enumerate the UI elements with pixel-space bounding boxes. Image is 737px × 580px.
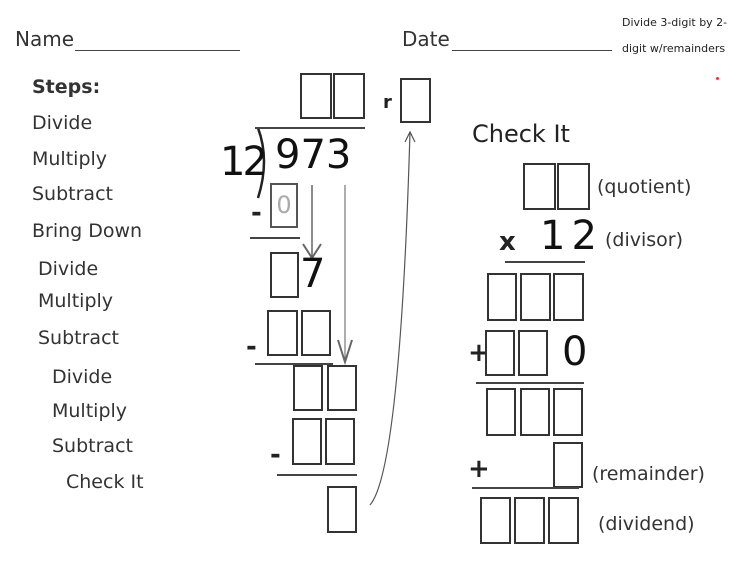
product-box: [553, 388, 583, 436]
first-product-digit: 0: [276, 191, 292, 219]
step-item: Multiply: [52, 400, 128, 422]
step-item: Subtract: [32, 183, 113, 205]
remainder-arrow: [369, 131, 411, 506]
step-item: Divide: [38, 258, 99, 280]
subtract-line: [250, 237, 300, 239]
minus-sign: -: [251, 198, 262, 228]
step-item: Bring Down: [32, 220, 143, 242]
times-sign: x: [499, 227, 516, 257]
check-divisor: 12: [540, 213, 603, 259]
red-dot-mark: [716, 77, 719, 80]
product-box: [267, 310, 298, 356]
quotient-box-tens: [300, 73, 332, 119]
subtract-line: [277, 474, 357, 476]
step-item: Multiply: [32, 148, 108, 170]
product-box: [520, 388, 550, 436]
partial-product-box: [520, 273, 551, 321]
placeholder-zero: 0: [562, 329, 588, 375]
dividend: 973: [275, 132, 352, 178]
sum-line: [476, 382, 584, 384]
remainder-label: (remainder): [592, 463, 705, 485]
division-bracket: [256, 127, 266, 199]
date-label: Date: [402, 27, 450, 51]
step-item: Subtract: [38, 327, 119, 349]
step-item: Divide: [52, 366, 113, 388]
worksheet-note-line2: digit w/remainders: [622, 42, 726, 55]
worksheet-note-line1: Divide 3-digit by 2-: [622, 16, 728, 29]
dividend-box: [548, 497, 579, 544]
remainder-box: [400, 78, 431, 123]
quotient-box-ones: [333, 73, 365, 119]
step-item: Divide: [32, 112, 93, 134]
partial-product-box: [487, 273, 517, 321]
product-box: [301, 310, 331, 356]
step-item: Subtract: [52, 435, 133, 457]
multiply-line: [505, 261, 585, 263]
dividend-label: (dividend): [598, 513, 695, 535]
check-remainder-box: [553, 442, 583, 488]
arrow-head-icon: [404, 130, 416, 143]
check-quotient-box: [523, 163, 556, 210]
plus-sign: +: [468, 338, 490, 368]
partial-product-box: [518, 330, 548, 376]
arrow-head-icon: [337, 339, 353, 366]
divisor: 12: [220, 139, 268, 185]
partial-product-box: [485, 330, 515, 376]
arrow-head-icon: [302, 243, 322, 260]
divisor-label: (divisor): [605, 229, 684, 251]
division-bar: [255, 127, 365, 129]
date-field[interactable]: [452, 50, 612, 51]
quotient-label: (quotient): [597, 176, 692, 198]
minus-sign: -: [246, 332, 257, 362]
difference-box: [270, 252, 299, 298]
final-remainder-box: [327, 486, 357, 533]
partial-product-box: [553, 273, 584, 321]
difference-box: [327, 365, 357, 411]
name-label: Name: [15, 27, 75, 51]
product-box: [292, 418, 322, 465]
dividend-box: [480, 497, 511, 544]
product-box: [486, 388, 516, 436]
minus-sign: -: [270, 440, 281, 470]
dividend-box: [514, 497, 545, 544]
step-item: Multiply: [38, 290, 114, 312]
first-product-box: 0: [270, 183, 298, 228]
difference-box: [293, 365, 323, 411]
step-item: Check It: [66, 471, 144, 493]
remainder-marker: r: [383, 92, 392, 113]
subtract-line: [255, 363, 333, 365]
brought-down-digit: 7: [300, 251, 326, 297]
check-quotient-box: [557, 163, 590, 210]
check-it-title: Check It: [472, 120, 570, 148]
name-field[interactable]: [75, 50, 240, 51]
plus-sign: +: [468, 454, 490, 484]
sum-line: [472, 487, 579, 489]
product-box: [325, 418, 355, 465]
steps-title: Steps:: [32, 76, 101, 98]
